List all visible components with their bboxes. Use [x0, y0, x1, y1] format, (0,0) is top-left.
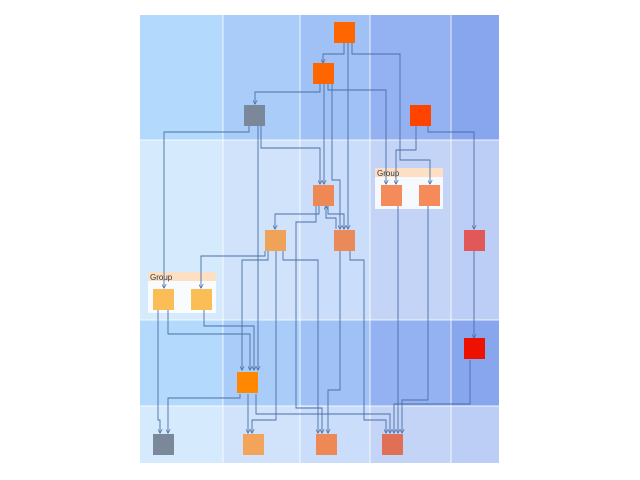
edge-connector[interactable]: [328, 251, 341, 433]
edge-connector[interactable]: [275, 206, 320, 229]
group-header: [375, 168, 443, 177]
edge-connector[interactable]: [323, 43, 345, 63]
edge-connector[interactable]: [427, 126, 474, 229]
process-node[interactable]: [464, 230, 485, 251]
lane-column-1: [140, 15, 223, 463]
edge-connector[interactable]: [157, 310, 160, 433]
edge-connector[interactable]: [260, 126, 320, 184]
process-node[interactable]: [153, 289, 174, 310]
edge-connector[interactable]: [201, 251, 266, 288]
group-label: Group: [150, 273, 173, 282]
process-node[interactable]: [243, 434, 264, 455]
edge-connector[interactable]: [282, 251, 318, 433]
process-node[interactable]: [381, 185, 402, 206]
process-node[interactable]: [382, 434, 403, 455]
edge-connector[interactable]: [255, 84, 321, 104]
process-node[interactable]: [237, 372, 258, 393]
process-node[interactable]: [313, 185, 334, 206]
edge-connector[interactable]: [255, 394, 390, 433]
process-node[interactable]: [410, 105, 431, 126]
nodes-layer: [153, 22, 485, 455]
edge-connector[interactable]: [203, 310, 254, 370]
edge-connector[interactable]: [351, 43, 430, 184]
process-node[interactable]: [191, 289, 212, 310]
edge-connector[interactable]: [168, 394, 241, 433]
edge-connector[interactable]: [242, 251, 269, 370]
edge-connector[interactable]: [402, 206, 429, 433]
group-label: Group: [377, 169, 400, 178]
edge-connector[interactable]: [295, 206, 322, 433]
process-node[interactable]: [334, 230, 355, 251]
edges-layer: [157, 43, 474, 433]
edge-connector[interactable]: [349, 251, 386, 433]
process-node[interactable]: [464, 338, 485, 359]
edge-connector[interactable]: [396, 126, 417, 184]
process-node[interactable]: [244, 105, 265, 126]
process-node[interactable]: [153, 434, 174, 455]
process-node[interactable]: [313, 63, 334, 84]
edge-connector[interactable]: [331, 84, 340, 229]
process-node[interactable]: [265, 230, 286, 251]
process-node[interactable]: [334, 22, 355, 43]
process-node[interactable]: [316, 434, 337, 455]
edge-connector[interactable]: [252, 251, 277, 433]
lane-column-2: [223, 15, 300, 463]
edge-connector[interactable]: [167, 310, 250, 370]
edge-connector[interactable]: [327, 84, 386, 184]
edge-connector[interactable]: [326, 206, 337, 229]
group-header: [148, 272, 216, 281]
edge-connector[interactable]: [394, 360, 471, 433]
edge-connector[interactable]: [164, 126, 250, 288]
process-node[interactable]: [419, 185, 440, 206]
